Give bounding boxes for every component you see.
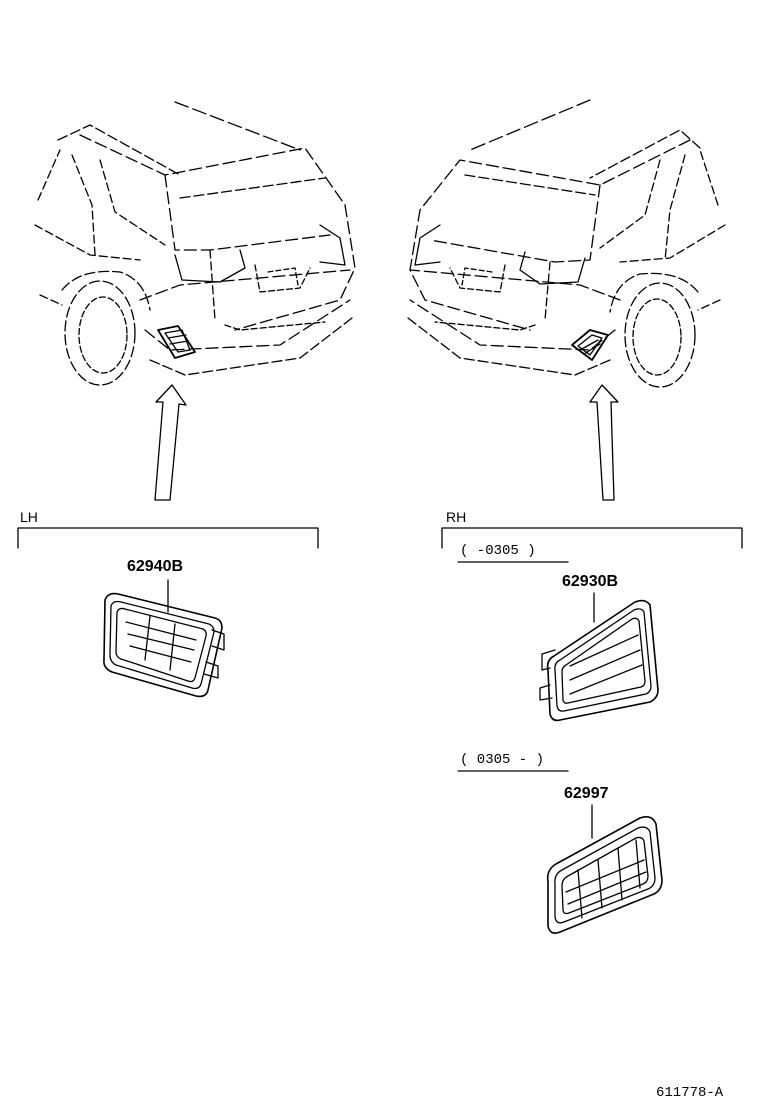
- arrow-right-icon: [589, 384, 619, 501]
- car-right-illustration: [407, 99, 726, 388]
- part-62940b-drawing: [103, 579, 225, 698]
- part-62997-drawing: [546, 804, 663, 934]
- arrow-left-icon: [154, 384, 187, 501]
- lh-label: LH: [20, 509, 38, 525]
- car-left-illustration: [34, 101, 356, 386]
- part-number-62940b[interactable]: 62940B: [127, 558, 184, 575]
- figure-id: 611778-A: [656, 1085, 724, 1101]
- lh-bracket: [17, 527, 319, 549]
- range-b-label: ( 0305 - ): [460, 752, 545, 768]
- part-number-62997[interactable]: 62997: [564, 785, 609, 802]
- part-62930b-drawing: [539, 592, 659, 722]
- range-a-label: ( -0305 ): [460, 543, 536, 559]
- part-number-62930b[interactable]: 62930B: [562, 573, 619, 590]
- rh-label: RH: [446, 509, 467, 525]
- rh-bracket: [441, 527, 743, 549]
